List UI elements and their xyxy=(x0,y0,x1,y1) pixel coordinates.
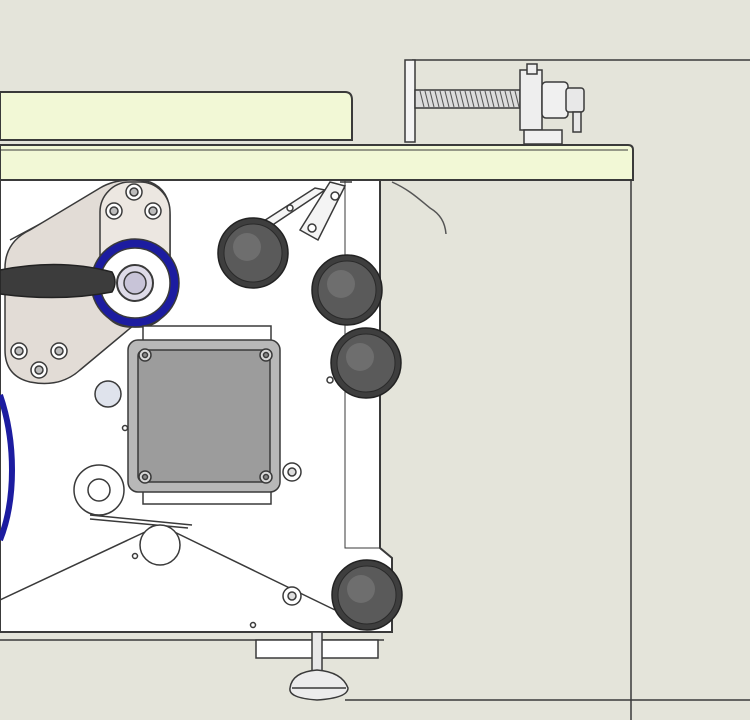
small-parts xyxy=(73,376,334,629)
thread-ridge xyxy=(434,90,440,108)
leveling-foot xyxy=(255,631,379,701)
thread-ridge xyxy=(429,90,435,108)
screw-thread xyxy=(419,90,520,108)
screw-clamp xyxy=(404,59,585,145)
thread-ridge xyxy=(514,90,520,108)
roller-highlight xyxy=(327,270,355,298)
roller xyxy=(330,327,402,399)
thread-ridge xyxy=(449,90,455,108)
thread-ridge xyxy=(474,90,480,108)
arm-bolt-center xyxy=(129,187,139,197)
cable xyxy=(391,181,447,235)
arm-bolt-center xyxy=(54,346,64,356)
top-bracket xyxy=(254,181,352,242)
label-reel-spindle xyxy=(90,238,180,328)
thread-ridge xyxy=(424,90,430,108)
frame-lines xyxy=(345,59,750,720)
thread-ridge xyxy=(464,90,470,108)
pressure-rollers xyxy=(217,217,403,631)
thread-ridge xyxy=(509,90,515,108)
thread-ridge xyxy=(459,90,465,108)
arm-bolts xyxy=(10,183,162,379)
arm-bolt-center xyxy=(14,346,24,356)
motor-bolt-center xyxy=(141,473,149,481)
arm-bolt-center xyxy=(109,206,119,216)
thread-ridge xyxy=(479,90,485,108)
thread-ridge xyxy=(454,90,460,108)
roller-highlight xyxy=(346,343,374,371)
roller-highlight xyxy=(347,575,375,603)
thread-ridge xyxy=(504,90,510,108)
thread-ridge xyxy=(439,90,445,108)
thread-ridge xyxy=(499,90,505,108)
thread-ridge xyxy=(469,90,475,108)
thread-ridge xyxy=(489,90,495,108)
arm-bolt-center xyxy=(34,365,44,375)
upper-conveyor-plate xyxy=(0,91,353,141)
roller xyxy=(311,254,383,326)
roller-highlight xyxy=(233,233,261,261)
thread-ridge xyxy=(419,90,425,108)
servo-motor xyxy=(127,325,281,505)
thread-ridge xyxy=(484,90,490,108)
motor-bolt-center xyxy=(262,473,270,481)
motor-bolt-center xyxy=(262,351,270,359)
pinch-lever xyxy=(0,263,116,299)
lower-conveyor-plate xyxy=(0,144,634,181)
motor-bolts xyxy=(138,348,273,484)
thread-ridge xyxy=(444,90,450,108)
roller xyxy=(217,217,289,289)
label-drum xyxy=(0,394,16,542)
thread-ridge xyxy=(494,90,500,108)
motor-bolt-center xyxy=(141,351,149,359)
roller xyxy=(331,559,403,631)
arm-bolt-center xyxy=(148,206,158,216)
